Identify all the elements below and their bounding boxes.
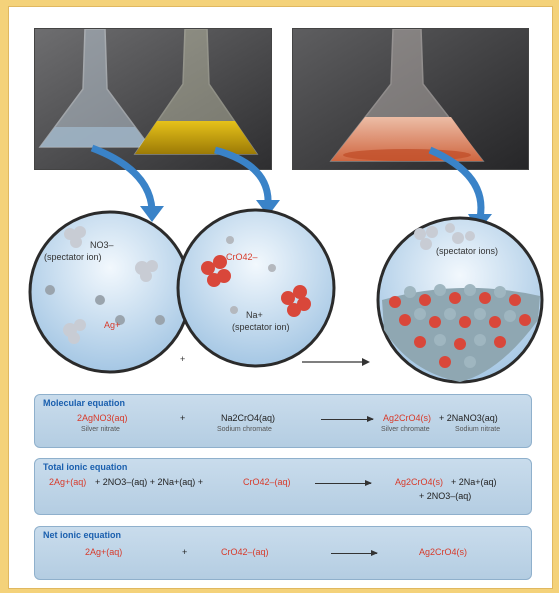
molecular-reactant-1: 2AgNO3(aq) — [77, 413, 128, 423]
label-spectator-mid: (spectator ion) — [232, 322, 290, 332]
molecular-plus: + — [180, 413, 186, 423]
molecular-product-1: Ag2CrO4(s) — [383, 413, 432, 423]
molecular-product-2-name: Sodium nitrate — [455, 426, 501, 433]
net-silver: 2Ag+(aq) — [85, 547, 123, 557]
net-plus: + — [182, 547, 188, 557]
molecular-reactant-2-name: Sodium chromate — [217, 426, 272, 433]
reaction-arrow-head — [362, 358, 370, 366]
spectator-ions-cluster — [414, 223, 475, 250]
label-nitrate: NO3– — [90, 240, 114, 250]
total-product-nitrate: + 2NO3–(aq) — [419, 491, 472, 501]
reactant-flasks-image — [35, 29, 271, 169]
nitrate-ions — [63, 226, 158, 344]
label-silver-ion: Ag+ — [104, 320, 121, 330]
arrow-head-2 — [256, 200, 280, 216]
panel-total-ionic-equation: Total ionic equation 2Ag+(aq) + 2NO3–(aq… — [34, 458, 532, 515]
molecular-reactant-1-name: Silver nitrate — [81, 426, 120, 433]
arrow-from-flask-3 — [428, 146, 485, 219]
net-chromate: CrO42–(aq) — [221, 547, 269, 557]
molecular-product-1-name: Silver chromate — [381, 426, 430, 433]
net-product: Ag2CrO4(s) — [419, 547, 468, 557]
arrow-from-flask-1 — [90, 144, 156, 211]
molecular-product-2: + 2NaNO3(aq) — [439, 413, 498, 423]
total-chromate: CrO42–(aq) — [243, 477, 291, 487]
net-arrow — [331, 550, 378, 556]
total-ionic-title: Total ionic equation — [43, 462, 128, 472]
total-arrow — [315, 480, 372, 486]
molecular-reactant-2: Na2CrO4(aq) — [221, 413, 276, 423]
silver-ions — [45, 285, 165, 325]
photo-reactant-flasks — [34, 28, 272, 170]
total-product: Ag2CrO4(s) — [395, 477, 444, 487]
chromate-ions — [201, 255, 311, 317]
net-ionic-title: Net ionic equation — [43, 530, 122, 540]
label-spectator-left: (spectator ion) — [44, 252, 102, 262]
panel-net-ionic-equation: Net ionic equation 2Ag+(aq) + CrO42–(aq)… — [34, 526, 532, 580]
label-spectator-right: (spectator ions) — [436, 246, 499, 256]
molecular-view-diagram — [28, 144, 544, 384]
panel-molecular-equation: Molecular equation 2AgNO3(aq) Silver nit… — [34, 394, 532, 448]
label-chromate: CrO42– — [226, 252, 258, 262]
total-silver: 2Ag+(aq) — [49, 477, 87, 487]
label-sodium: Na+ — [246, 310, 263, 320]
circle-sodium-chromate — [176, 208, 336, 368]
total-product-sodium: + 2Na+(aq) — [451, 477, 497, 487]
arrow-from-flask-2 — [214, 146, 272, 205]
molecular-equation-title: Molecular equation — [43, 398, 126, 408]
silver-chromate-precipitate — [382, 284, 540, 382]
molecular-arrow — [321, 416, 374, 422]
arrow-head-1 — [140, 206, 164, 222]
plus-between-circles: + — [180, 354, 186, 364]
sodium-ions — [226, 236, 276, 314]
total-spectators: + 2NO3–(aq) + 2Na+(aq) + — [95, 477, 204, 487]
